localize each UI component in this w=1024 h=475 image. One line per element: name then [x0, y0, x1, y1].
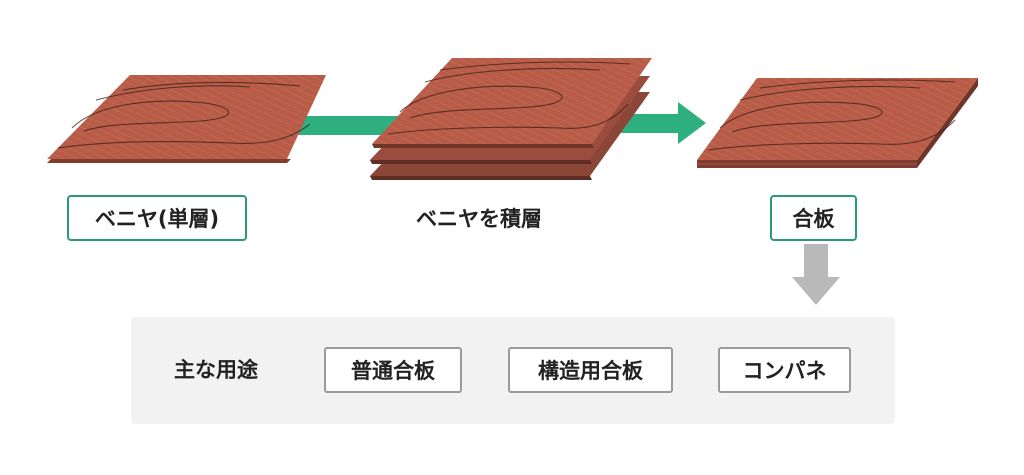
plywood-label: 合板 — [770, 195, 857, 241]
usage-tag-ordinary-plywood: 普通合板 — [324, 347, 462, 393]
veneer-label: ベニヤ(単層) — [67, 195, 247, 241]
arrow-to-stack — [280, 116, 400, 135]
usage-heading: 主な用途 — [174, 358, 258, 382]
veneer-stack — [370, 58, 652, 180]
plywood-label-text: 合板 — [792, 207, 835, 231]
usage-panel: 主な用途 普通合板 構造用合板 コンパネ — [131, 317, 895, 424]
stack-label: ベニヤを積層 — [416, 207, 542, 231]
usage-tag-text: 構造用合板 — [538, 359, 643, 383]
veneer-label-text: ベニヤ(単層) — [94, 207, 220, 231]
usage-tag-konpane: コンパネ — [718, 347, 851, 393]
plywood-board — [697, 78, 978, 168]
usage-tag-text: コンパネ — [742, 359, 827, 383]
arrow-to-usage — [792, 244, 840, 305]
usage-tag-structural-plywood: 構造用合板 — [508, 347, 673, 393]
veneer-sheet — [47, 75, 326, 163]
usage-tag-text: 普通合板 — [351, 359, 435, 383]
